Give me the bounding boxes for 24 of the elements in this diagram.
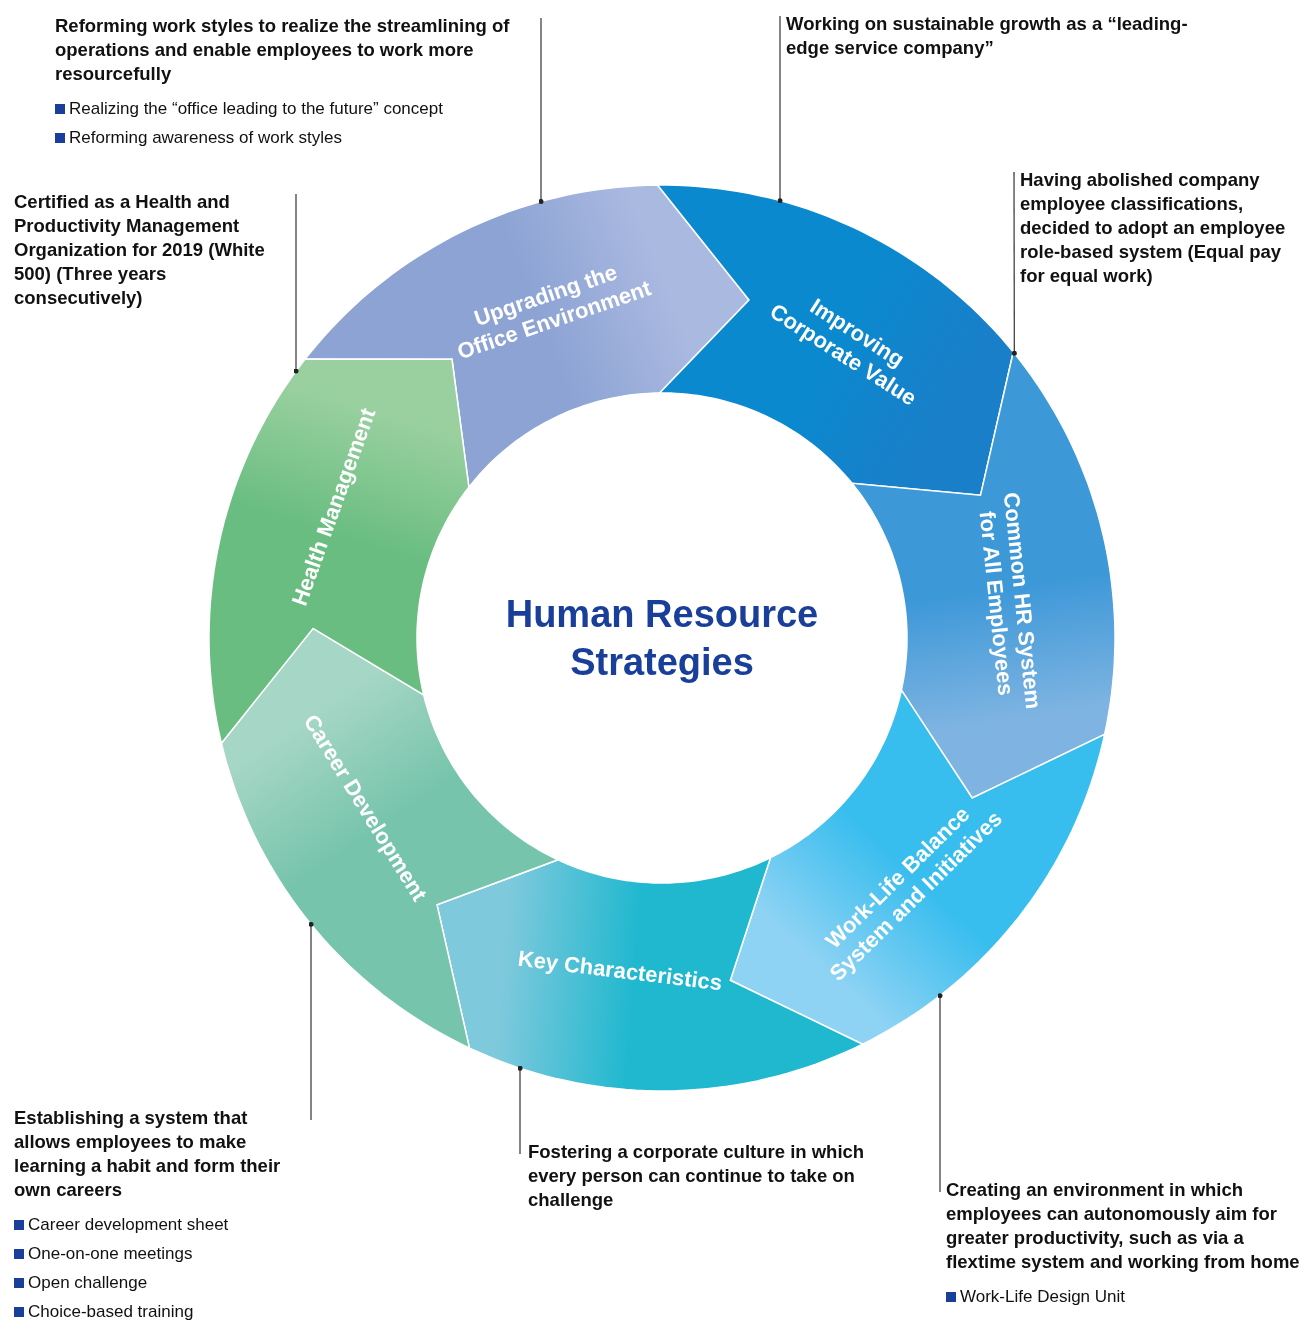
callout-heading: Having abolished company employee classifications, decided to adopt an employee role-based system (Equal pay for equal work) <box>1019 168 1287 288</box>
leader-line <box>1011 171 1017 356</box>
leader-line <box>293 193 299 374</box>
callout-heading: Creating an environment in which employees can autonomously aim for greater productivity, such as via a flextime system and working from home <box>945 1178 1301 1274</box>
bullet-item: Reforming awareness of work styles <box>55 123 549 152</box>
segment-label: Key Characteristics <box>515 945 725 998</box>
callout-heading: Establishing a system that allows employees to make learning a habit and form their own careers <box>14 1106 282 1202</box>
leader-line <box>538 17 544 204</box>
leader-line <box>777 15 783 204</box>
center-title: Human Resource Strategies <box>504 592 820 685</box>
bullet-item: Career development sheet <box>14 1210 313 1239</box>
leader-line <box>517 1065 523 1155</box>
bullet-item: Realizing the “office leading to the future” concept <box>55 94 549 123</box>
bullet-item: Choice-based training <box>14 1297 313 1326</box>
leader-line <box>937 993 943 1193</box>
callout-heading: Certified as a Health and Productivity Management Organization for 2019 (White 500) (Three years consecutively) <box>14 190 266 310</box>
bullet-item: One-on-one meetings <box>14 1239 313 1268</box>
segment-label: Common HR System for All Employees <box>973 490 1048 713</box>
callout-heading: Fostering a corporate culture in which every person can continue to take on challenge <box>527 1140 866 1212</box>
callout-heading: Working on sustainable growth as a “leading-edge service company” <box>785 12 1189 60</box>
bullet-item: Open challenge <box>14 1268 313 1297</box>
bullet-item: Work-Life Design Unit <box>938 1282 1310 1311</box>
callout-heading: Reforming work styles to realize the streamlining of operations and enable employees to work more resourcefully <box>55 14 511 86</box>
leader-line <box>308 921 314 1121</box>
